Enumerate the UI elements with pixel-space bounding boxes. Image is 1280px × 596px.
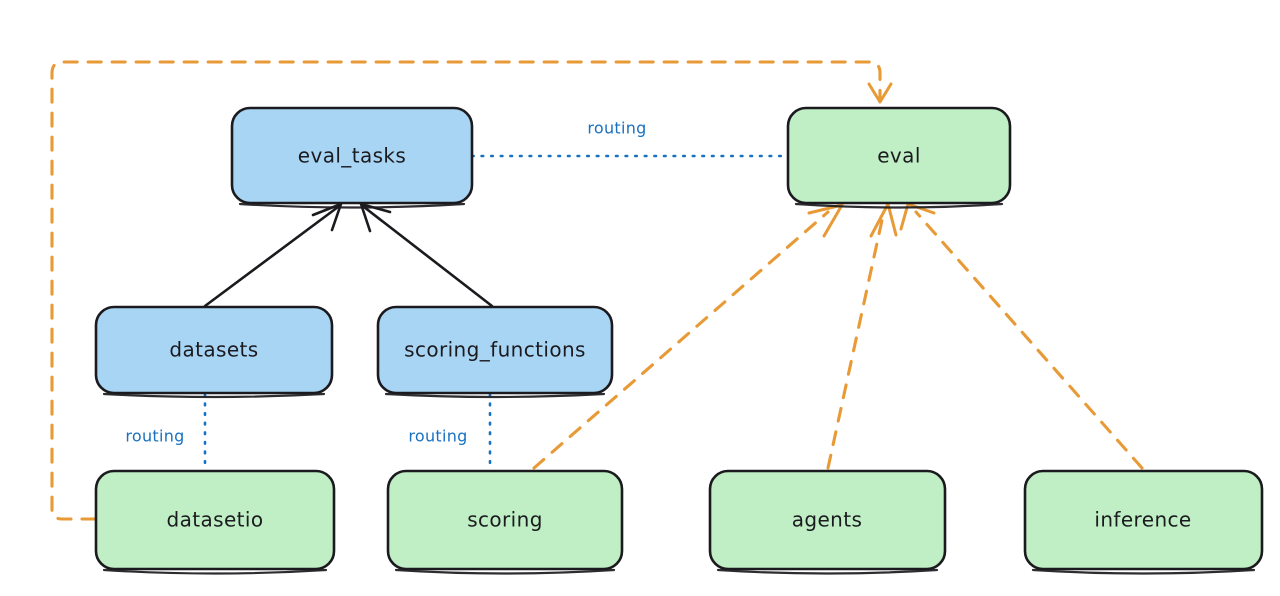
- node-eval-tasks[interactable]: eval_tasks: [230, 106, 474, 209]
- edge-datasets-to-eval-tasks: [203, 202, 343, 308]
- edge-inference-to-eval: [899, 202, 1144, 470]
- edge-label-routing-datasetio: routing: [125, 427, 184, 446]
- edge-eval-tasks-to-eval: routing: [470, 119, 792, 158]
- node-label-scoring-functions: scoring_functions: [404, 338, 586, 362]
- node-inference[interactable]: inference: [1023, 469, 1264, 575]
- node-label-datasets: datasets: [169, 338, 258, 362]
- edge-label-routing-eval: routing: [587, 119, 646, 138]
- node-scoring-functions[interactable]: scoring_functions: [376, 305, 614, 399]
- node-label-agents: agents: [792, 508, 863, 532]
- edge-scoring-to-eval: [532, 203, 844, 470]
- edge-scoring-functions-to-scoring: routing: [408, 392, 492, 472]
- edge-label-routing-scoring: routing: [408, 427, 467, 446]
- node-label-scoring: scoring: [467, 508, 543, 532]
- node-scoring[interactable]: scoring: [386, 469, 624, 575]
- node-eval[interactable]: eval: [786, 106, 1012, 209]
- node-label-eval: eval: [877, 144, 921, 168]
- edge-datasets-to-datasetio: routing: [125, 392, 207, 472]
- node-label-inference: inference: [1094, 508, 1191, 532]
- edge-scoring-functions-to-eval-tasks: [359, 202, 494, 308]
- node-datasetio[interactable]: datasetio: [94, 469, 336, 575]
- node-label-datasetio: datasetio: [166, 508, 263, 532]
- node-datasets[interactable]: datasets: [94, 305, 334, 399]
- node-agents[interactable]: agents: [708, 469, 947, 575]
- edge-datasetio-to-eval: [50, 60, 893, 521]
- node-label-eval-tasks: eval_tasks: [298, 144, 406, 168]
- edge-agents-to-eval: [826, 202, 898, 470]
